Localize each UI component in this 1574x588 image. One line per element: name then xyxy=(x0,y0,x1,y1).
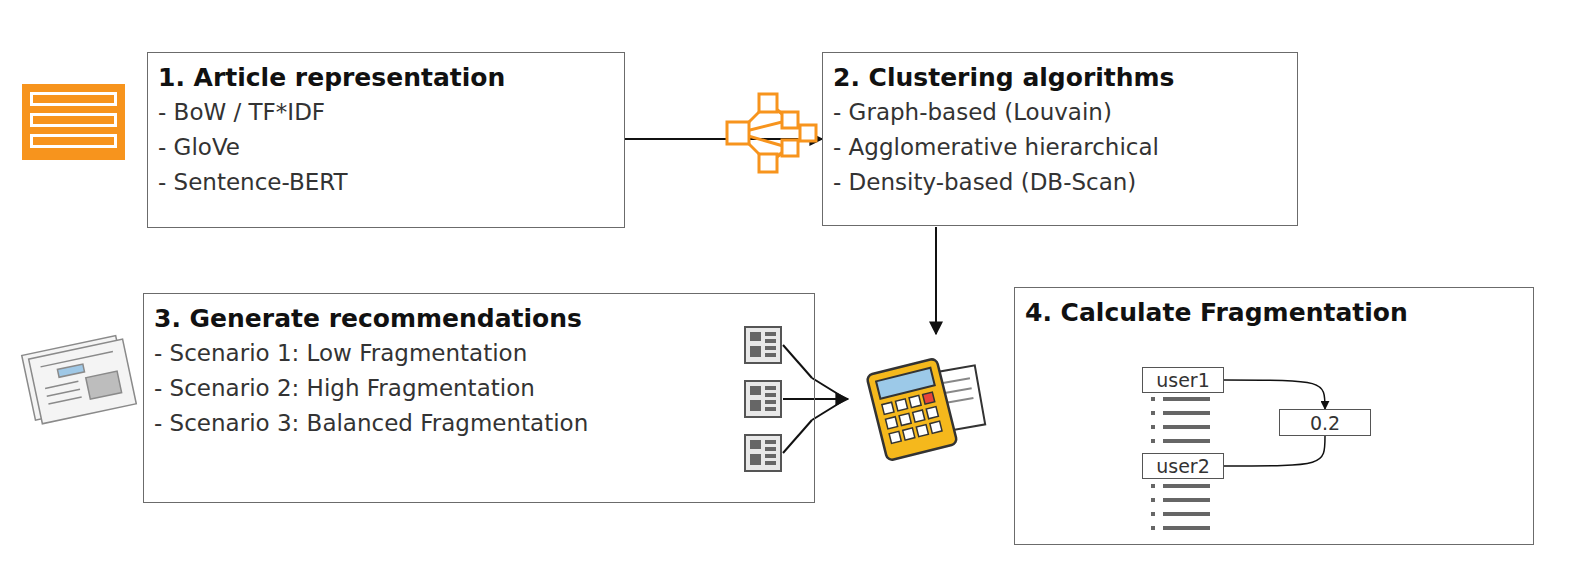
calculator-icon xyxy=(866,358,985,461)
calculator-key xyxy=(923,392,935,404)
list-item: - Density-based (DB-Scan) xyxy=(833,165,1287,200)
newspaper-icon xyxy=(22,334,137,425)
node-label: 0.2 xyxy=(1310,412,1340,434)
box-heading: 4. Calculate Fragmentation xyxy=(1025,296,1523,330)
list-line xyxy=(1163,484,1210,488)
recommendation-icons xyxy=(745,327,781,471)
user-box: user1 xyxy=(1142,367,1224,393)
list-dot xyxy=(1151,397,1155,401)
process-box: 4. Calculate Fragmentation user1 0.2 user2 xyxy=(1014,287,1534,545)
list-item: - GloVe xyxy=(158,130,614,165)
calculator-key xyxy=(916,425,928,437)
box-heading: 1. Article representation xyxy=(158,61,614,95)
process-box: 3. Generate recommendations- Scenario 1:… xyxy=(143,293,815,503)
box-heading: 3. Generate recommendations xyxy=(154,302,804,336)
list-dot xyxy=(1151,425,1155,429)
user-box: user2 xyxy=(1142,453,1224,479)
connector xyxy=(1224,436,1325,466)
node-label: user2 xyxy=(1156,455,1210,477)
list-line xyxy=(1163,512,1210,516)
list-line xyxy=(1163,439,1210,443)
network-icon xyxy=(727,94,816,172)
list-line xyxy=(1163,397,1210,401)
calculator-key xyxy=(909,395,921,407)
node-label: user1 xyxy=(1156,369,1210,391)
value-box: 0.2 xyxy=(1279,409,1371,436)
list-dot xyxy=(1151,498,1155,502)
database-icon xyxy=(22,84,125,160)
list-dot xyxy=(1151,512,1155,516)
calculator-key xyxy=(889,431,901,443)
list-line xyxy=(1163,411,1210,415)
list-line xyxy=(1163,498,1210,502)
calculator-key xyxy=(899,413,911,425)
connector xyxy=(1224,380,1325,409)
list-item: - Scenario 1: Low Fragmentation xyxy=(154,336,804,371)
list-dot xyxy=(1151,411,1155,415)
user-lists xyxy=(1151,397,1210,530)
calculator-key xyxy=(926,407,938,419)
list-dot xyxy=(1151,526,1155,530)
calculator-key xyxy=(885,417,897,429)
list-item: - Sentence-BERT xyxy=(158,165,614,200)
calculator-key xyxy=(882,402,894,414)
list-dot xyxy=(1151,484,1155,488)
process-box: 1. Article representation- BoW / TF*IDF-… xyxy=(147,52,625,228)
list-item: - BoW / TF*IDF xyxy=(158,95,614,130)
list-item: - Scenario 3: Balanced Fragmentation xyxy=(154,406,804,441)
calculator-key xyxy=(895,399,907,411)
box-heading: 2. Clustering algorithms xyxy=(833,61,1287,95)
list-line xyxy=(1163,526,1210,530)
list-item: - Scenario 2: High Fragmentation xyxy=(154,371,804,406)
process-box: 2. Clustering algorithms- Graph-based (L… xyxy=(822,52,1298,226)
calculator-key xyxy=(930,421,942,433)
calculator-key xyxy=(913,410,925,422)
calculator-key xyxy=(903,428,915,440)
list-item: - Agglomerative hierarchical xyxy=(833,130,1287,165)
list-line xyxy=(1163,425,1210,429)
list-item: - Graph-based (Louvain) xyxy=(833,95,1287,130)
list-dot xyxy=(1151,439,1155,443)
